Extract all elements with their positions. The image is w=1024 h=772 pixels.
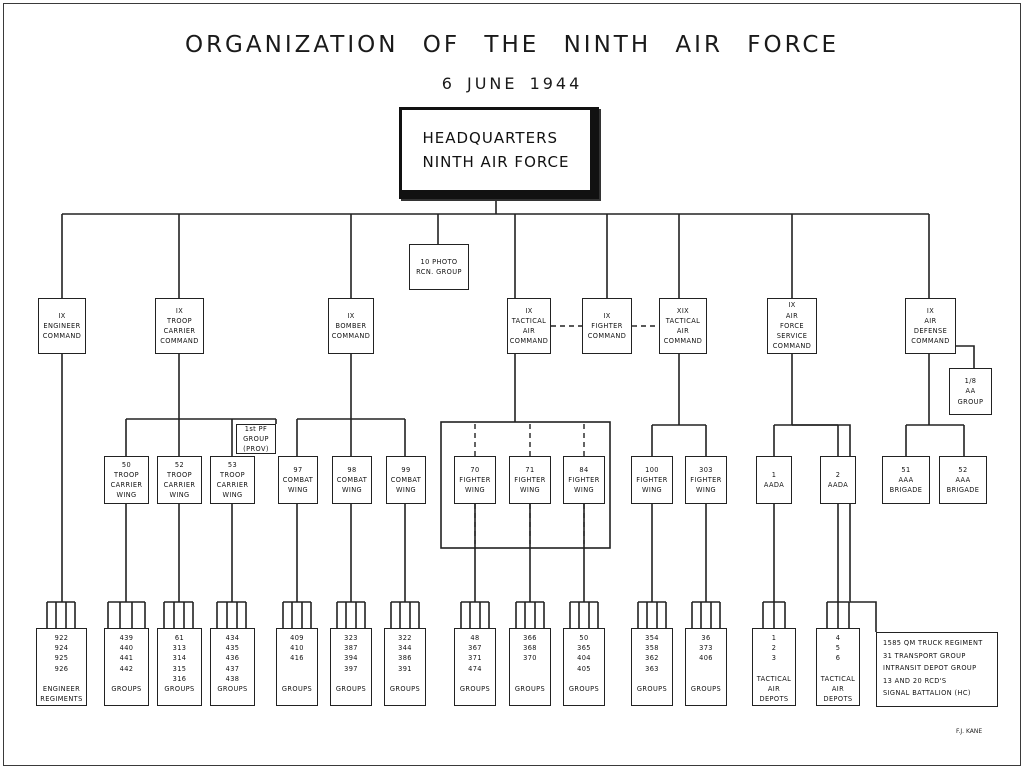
fighter-wing-71-groups-box: 366 368 370 GROUPS xyxy=(509,628,551,706)
combat-wing-97-groups-box: 409 410 416 GROUPS xyxy=(276,628,318,706)
fighter-wing-303-box: 303 FIGHTER WING xyxy=(685,456,727,504)
troop-carrier-command-box: IX TROOP CARRIER COMMAND xyxy=(155,298,204,354)
fighter-wing-84-groups-box: 50 365 404 405 GROUPS xyxy=(563,628,605,706)
aa-group-box: 1/8 AA GROUP xyxy=(949,368,992,415)
fighter-wing-84-box: 84 FIGHTER WING xyxy=(563,456,605,504)
org-chart: ORGANIZATION OF THE NINTH AIR FORCE 6 JU… xyxy=(3,3,1021,766)
combat-wing-98-box: 98 COMBAT WING xyxy=(332,456,372,504)
photo-recon-group-box: 10 PHOTO RCN. GROUP xyxy=(409,244,469,290)
tactical-air-depots-1-box: 1 2 3 TACTICAL AIR DEPOTS xyxy=(752,628,796,706)
bomber-command-box: IX BOMBER COMMAND xyxy=(328,298,374,354)
fighter-wing-100-groups-box: 354 358 362 363 GROUPS xyxy=(631,628,673,706)
chart-date: 6 JUNE 1944 xyxy=(441,74,583,93)
engineer-command-box: IX ENGINEER COMMAND xyxy=(38,298,86,354)
headquarters-label: HEADQUARTERS NINTH AIR FORCE xyxy=(422,129,570,171)
engineer-regiments-box: 922 924 925 926 ENGINEER REGIMENTS xyxy=(36,628,87,706)
xix-tactical-air-command-box: XIX TACTICAL AIR COMMAND xyxy=(659,298,707,354)
troop-carrier-50-groups-box: 439 440 441 442 GROUPS xyxy=(104,628,149,706)
tactical-air-command-box: IX TACTICAL AIR COMMAND xyxy=(507,298,551,354)
service-units-box: 1585 QM TRUCK REGIMENT 31 TRANSPORT GROU… xyxy=(876,632,998,707)
pf-group-box: 1st PF GROUP (PROV) xyxy=(236,424,276,454)
combat-wing-99-groups-box: 322 344 386 391 GROUPS xyxy=(384,628,426,706)
combat-wing-99-box: 99 COMBAT WING xyxy=(386,456,426,504)
aada-2-box: 2 AADA xyxy=(820,456,856,504)
fighter-wing-71-box: 71 FIGHTER WING xyxy=(509,456,551,504)
fighter-wing-70-box: 70 FIGHTER WING xyxy=(454,456,496,504)
artist-signature: F.J. KANE xyxy=(956,728,983,735)
aada-1-box: 1 AADA xyxy=(756,456,792,504)
fighter-wing-100-box: 100 FIGHTER WING xyxy=(631,456,673,504)
troop-carrier-wing-50-box: 50 TROOP CARRIER WING xyxy=(104,456,149,504)
connector-lines xyxy=(46,196,975,632)
aaa-brigade-52-box: 52 AAA BRIGADE xyxy=(939,456,987,504)
air-force-service-command-box: IX AIR FORCE SERVICE COMMAND xyxy=(767,298,817,354)
combat-wing-98-groups-box: 323 387 394 397 GROUPS xyxy=(330,628,372,706)
fighter-wing-303-groups-box: 36 373 406 GROUPS xyxy=(685,628,727,706)
fighter-wing-70-groups-box: 48 367 371 474 GROUPS xyxy=(454,628,496,706)
troop-carrier-wing-52-box: 52 TROOP CARRIER WING xyxy=(157,456,202,504)
troop-carrier-wing-53-box: 53 TROOP CARRIER WING xyxy=(210,456,255,504)
troop-carrier-53-groups-box: 434 435 436 437 438 GROUPS xyxy=(210,628,255,706)
fighter-command-box: IX FIGHTER COMMAND xyxy=(582,298,632,354)
tactical-air-depots-2-box: 4 5 6 TACTICAL AIR DEPOTS xyxy=(816,628,860,706)
air-defense-command-box: IX AIR DEFENSE COMMAND xyxy=(905,298,956,354)
aaa-brigade-51-box: 51 AAA BRIGADE xyxy=(882,456,930,504)
troop-carrier-52-groups-box: 61 313 314 315 316 GROUPS xyxy=(157,628,202,706)
headquarters-box: HEADQUARTERS NINTH AIR FORCE xyxy=(399,107,599,199)
chart-title: ORGANIZATION OF THE NINTH AIR FORCE xyxy=(184,32,840,58)
combat-wing-97-box: 97 COMBAT WING xyxy=(278,456,318,504)
